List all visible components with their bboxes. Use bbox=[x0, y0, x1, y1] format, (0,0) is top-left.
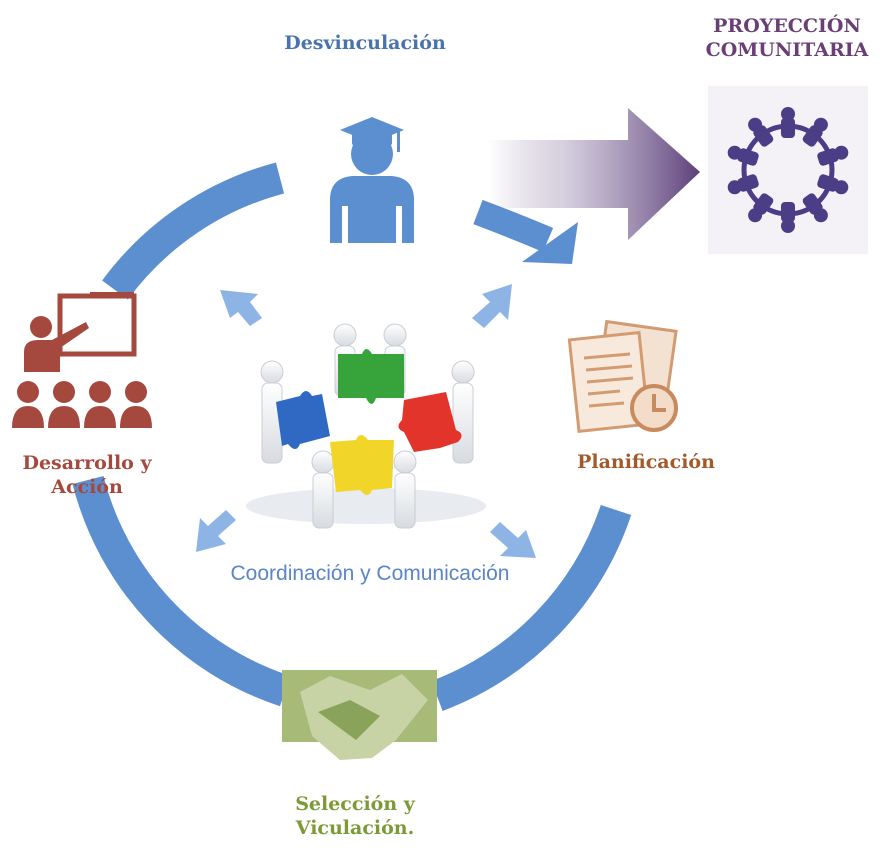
community-person-body bbox=[753, 125, 774, 147]
arrow-up-left bbox=[220, 290, 262, 326]
community-person-body bbox=[781, 118, 795, 138]
community-person-body bbox=[737, 174, 759, 192]
handshake-icon bbox=[282, 670, 437, 760]
community-person-body bbox=[802, 125, 823, 147]
arrow-down-left bbox=[196, 510, 236, 552]
ring-segment-left bbox=[72, 475, 291, 707]
arrow-down-right bbox=[490, 522, 536, 558]
small-arrows bbox=[196, 284, 536, 558]
community-person-head bbox=[781, 107, 795, 121]
puzzle-team-icon bbox=[246, 323, 486, 529]
community-person-body bbox=[817, 148, 839, 166]
community-person-head bbox=[781, 219, 795, 233]
arrow-up-right bbox=[472, 284, 512, 328]
ring-segment-right bbox=[431, 504, 632, 711]
ring-arrow-top-right bbox=[473, 199, 578, 264]
projection-arrow bbox=[488, 108, 700, 240]
graduate-icon bbox=[330, 117, 414, 243]
teacher-presentation-icon bbox=[12, 292, 152, 428]
community-person-body bbox=[817, 174, 839, 192]
community-person-body bbox=[737, 148, 759, 166]
cycle-ring bbox=[72, 162, 632, 711]
puzzle-green bbox=[338, 349, 404, 404]
label-desvinculacion: Desvinculación bbox=[284, 32, 446, 54]
puzzle-yellow bbox=[330, 435, 394, 495]
ring-segment-top-left bbox=[102, 162, 285, 300]
label-coordinacion-comunicacion: Coordinación y Comunicación bbox=[230, 562, 510, 585]
community-person-body bbox=[802, 193, 823, 215]
puzzle-blue bbox=[276, 391, 330, 449]
community-person-body bbox=[781, 202, 795, 222]
documents-clock-icon bbox=[567, 319, 678, 434]
community-circle-icon bbox=[727, 107, 849, 233]
label-planificacion: Planificación bbox=[577, 451, 715, 473]
community-person-body bbox=[753, 193, 774, 215]
puzzle-red bbox=[398, 392, 462, 452]
